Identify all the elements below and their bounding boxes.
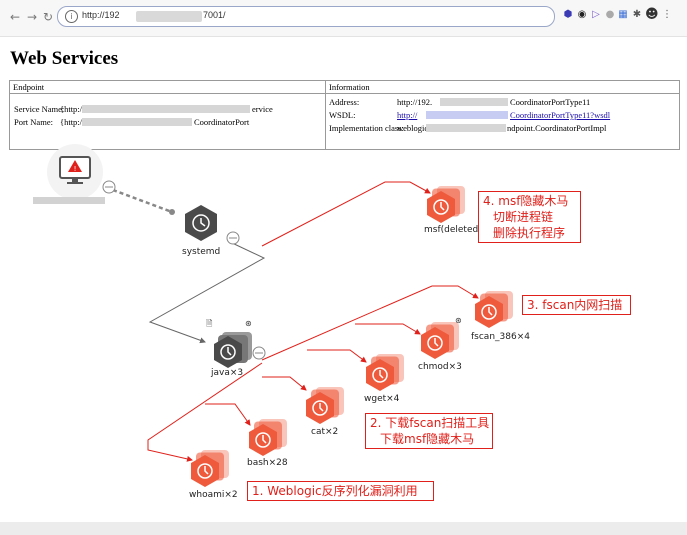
cat-label: cat×2 — [311, 427, 339, 437]
annotation-step4-line2: 切断进程链 — [493, 210, 554, 224]
java-to-cat-edge — [262, 376, 307, 391]
service-name-suffix: ervice — [252, 104, 273, 114]
port-name-label: Port Name: — [14, 117, 53, 127]
annotation-step1: 1. Weblogic反序列化漏洞利用 — [247, 481, 434, 501]
impl-class-label: Implementation class: — [329, 123, 404, 133]
extension-play-icon[interactable]: ▷ — [592, 9, 600, 20]
whoami-label: whoami×2 — [189, 490, 238, 500]
msf-node[interactable] — [427, 186, 465, 223]
bash-node[interactable] — [249, 419, 287, 456]
java-node[interactable] — [214, 332, 252, 368]
systemd-label: systemd — [182, 247, 221, 257]
java-to-chmod-edge — [355, 323, 421, 335]
back-arrow-icon[interactable]: ← — [9, 10, 21, 24]
wsdl-redacted — [426, 111, 508, 119]
network-icon: ⊛ — [245, 319, 252, 328]
wsdl-link[interactable]: CoordinatorPortType11?wsdl — [510, 110, 611, 120]
profile-avatar-icon[interactable]: ☻ — [645, 7, 659, 22]
window-bottom-edge — [0, 522, 687, 535]
host-node[interactable]: ! — [47, 144, 103, 200]
annotation-step3: 3. fscan内网扫描 — [522, 295, 631, 315]
wget-label: wget×4 — [364, 394, 400, 404]
annotation-step2-line1: 2. 下载fscan扫描工具 — [370, 416, 490, 430]
port-name-suffix: CoordinatorPort — [194, 117, 250, 127]
address-redacted — [440, 98, 508, 106]
information-cell: Address: http://192. CoordinatorPortType… — [326, 94, 678, 149]
wsdl-label: WSDL: — [329, 110, 356, 120]
chmod-node[interactable] — [421, 322, 459, 359]
menu-kebab-icon[interactable]: ⋮ — [662, 9, 672, 20]
annotation-step2-line2: 下载msf隐藏木马 — [380, 432, 475, 446]
url-prefix: http://192 — [82, 10, 120, 20]
table-header-endpoint: Endpoint — [10, 81, 326, 94]
java-label: java×3 — [211, 368, 244, 378]
wsdl-link-prefix[interactable]: http:// — [397, 110, 418, 120]
page-title: Web Services — [10, 48, 119, 69]
browser-toolbar: ← → ↻ i http://192 7001/ ⬢ ◉ ▷ ● ▦ ✱ ☻ ⋮ — [0, 0, 687, 37]
fscan-node[interactable] — [475, 291, 513, 328]
annotation-step4-line3: 删除执行程序 — [493, 226, 566, 240]
edge-endpoint-dot — [169, 209, 175, 215]
msf-label: msf(deleted) — [424, 225, 482, 235]
fscan-network-icon: ⊛ — [455, 316, 462, 325]
file-icon: 🗎 — [206, 319, 213, 328]
systemd-to-java-edge — [148, 241, 266, 344]
port-name-prefix: {http:// — [60, 117, 85, 127]
extension-circle-icon[interactable]: ◉ — [577, 9, 587, 20]
web-services-table: Endpoint Information Service Name: {http… — [9, 80, 680, 150]
extensions-puzzle-icon[interactable]: ✱ — [632, 9, 642, 20]
address-label: Address: — [329, 97, 360, 107]
annotation-step3-line1: 3. fscan内网扫描 — [527, 298, 623, 312]
impl-class-redacted — [426, 124, 506, 132]
address-suffix: CoordinatorPortType11 — [510, 97, 591, 107]
host-label-redacted — [33, 197, 105, 204]
java-to-whoami-edge — [147, 362, 263, 462]
url-suffix: 7001/ — [203, 10, 226, 20]
reload-icon[interactable]: ↻ — [42, 10, 54, 24]
annotation-step4: 4. msf隐藏木马 切断进程链 删除执行程序 — [478, 191, 581, 243]
impl-class-suffix: ndpoint.CoordinatorPortImpl — [507, 123, 607, 133]
service-name-label: Service Name: — [14, 104, 65, 114]
endpoint-cell: Service Name: {http:// ervice Port Name:… — [10, 94, 326, 149]
table-header-information: Information — [326, 81, 679, 94]
annotation-step4-line1: 4. msf隐藏木马 — [483, 194, 569, 208]
bash-label: bash×28 — [247, 458, 288, 468]
java-to-wget-edge — [307, 349, 367, 363]
site-info-icon[interactable]: i — [65, 10, 78, 23]
chmod-label: chmod×3 — [418, 362, 462, 372]
forward-arrow-icon[interactable]: → — [26, 10, 38, 24]
extension-hexagon-icon[interactable]: ⬢ — [563, 9, 573, 20]
service-name-redacted — [82, 105, 250, 113]
impl-class-prefix: weblogic — [397, 123, 429, 133]
fscan-label: fscan_386×4 — [471, 332, 530, 342]
svg-text:!: ! — [74, 165, 77, 173]
systemd-node[interactable] — [185, 205, 217, 241]
whoami-node[interactable] — [191, 450, 229, 487]
port-name-redacted — [82, 118, 192, 126]
java-to-bash-edge — [205, 403, 251, 426]
cat-node[interactable] — [306, 387, 344, 424]
systemd-to-msf-edge — [261, 181, 431, 247]
java-to-fscan-edge — [261, 285, 479, 361]
extension-dot-icon[interactable]: ● — [605, 9, 615, 20]
address-bar[interactable]: i http://192 7001/ — [57, 6, 555, 27]
host-to-systemd-edge — [112, 188, 173, 214]
annotation-step1-line1: 1. Weblogic反序列化漏洞利用 — [252, 484, 418, 498]
service-name-prefix: {http:// — [60, 104, 85, 114]
address-prefix: http://192. — [397, 97, 433, 107]
wget-node[interactable] — [366, 354, 404, 391]
extension-translate-icon[interactable]: ▦ — [618, 9, 628, 20]
annotation-step2: 2. 下载fscan扫描工具 下载msf隐藏木马 — [365, 413, 493, 449]
url-redacted — [136, 11, 202, 22]
